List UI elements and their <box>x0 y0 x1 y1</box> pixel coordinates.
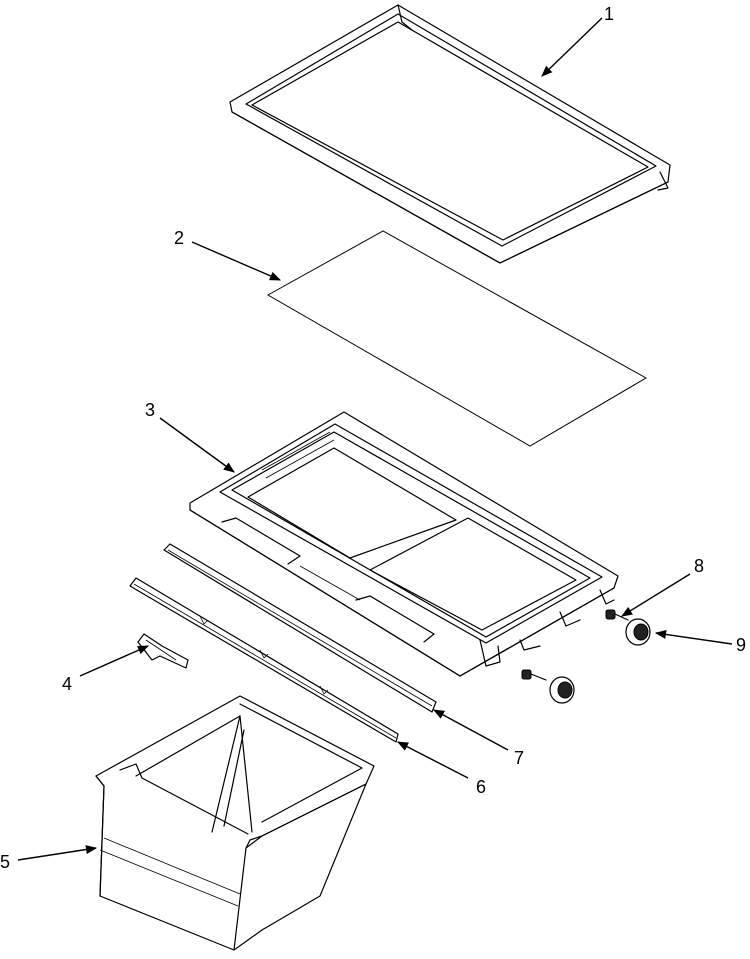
part-8-screw <box>521 609 629 681</box>
leader-2 <box>191 241 282 281</box>
callout-6: 6 <box>476 777 486 797</box>
callout-2: 2 <box>174 228 184 248</box>
callout-7: 7 <box>514 748 524 768</box>
leader-4 <box>79 645 150 677</box>
part-4-clip <box>137 633 189 669</box>
part-7-rail <box>163 543 437 713</box>
callout-9: 9 <box>736 635 746 655</box>
leader-9 <box>654 630 733 645</box>
leader-8 <box>621 573 691 617</box>
part-9-roller <box>549 618 651 704</box>
part-3-crisper-cover-frame <box>189 411 619 677</box>
part-5-crisper-drawer <box>95 695 375 951</box>
leader-6 <box>397 741 469 779</box>
leader-lines <box>17 17 733 861</box>
part-1-shelf-frame <box>229 4 671 264</box>
part-6-rail <box>129 577 399 743</box>
leader-1 <box>541 17 603 77</box>
callout-labels: 1 2 3 4 5 6 7 8 9 <box>0 4 746 872</box>
callout-8: 8 <box>694 556 704 576</box>
leader-3 <box>159 417 235 473</box>
part-2-glass-panel <box>266 230 648 447</box>
callout-1: 1 <box>604 4 614 24</box>
callout-5: 5 <box>0 852 10 872</box>
callout-4: 4 <box>62 674 72 694</box>
leader-5 <box>17 845 98 861</box>
callout-3: 3 <box>145 400 155 420</box>
leader-7 <box>433 709 509 751</box>
